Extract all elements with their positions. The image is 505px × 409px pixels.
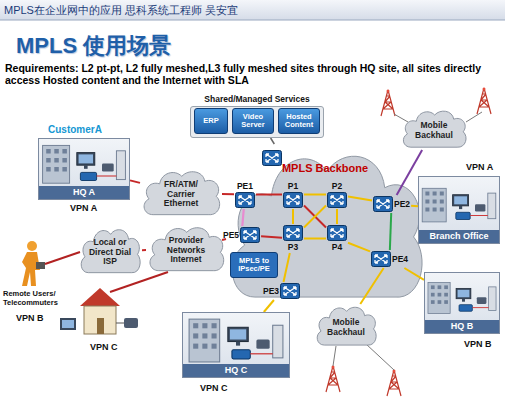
network-link <box>261 236 282 237</box>
router-node: PE1 <box>234 180 256 209</box>
router-node: P3 <box>282 224 304 253</box>
node-label: PE5 <box>223 230 239 240</box>
site-box: HQ B <box>424 272 500 334</box>
node-label: Video Server <box>235 113 271 130</box>
header-rule <box>0 20 505 21</box>
network-link <box>404 268 424 280</box>
router-node: PE2 <box>372 195 411 213</box>
node-label: ERP <box>203 117 218 125</box>
header-bar <box>0 0 505 20</box>
network-cloud: Provider Networks Internet <box>146 224 226 274</box>
site-label: VPN C <box>90 342 118 352</box>
network-link <box>222 193 234 195</box>
site-illustration <box>425 273 499 320</box>
network-cloud: Local or Direct Dial ISP <box>78 226 142 276</box>
router-node: P4 <box>326 224 348 253</box>
router-node: PE4 <box>370 250 409 268</box>
node-label: P3 <box>288 242 298 252</box>
node-label: Shared/Managed Services <box>190 94 324 105</box>
node-label: P2 <box>332 181 342 191</box>
service-group: Shared/Managed ServicesERP Video Server Ho… <box>190 94 324 138</box>
node-label: FR/ATM/ Carrier Ethernet <box>150 180 212 208</box>
network-link <box>271 138 275 144</box>
network-link <box>130 180 140 182</box>
router-icon <box>327 192 347 208</box>
node-label: Local or Direct Dial ISP <box>88 238 132 266</box>
network-link <box>142 249 146 251</box>
network-cloud: Mobile Backhaul <box>314 304 378 348</box>
node-label: PE4 <box>392 254 408 264</box>
router-icon <box>280 283 300 299</box>
page-title: MPLS 使用场景 <box>16 33 171 58</box>
network-cloud: Mobile Backhaul <box>400 108 468 150</box>
router-icon <box>327 225 347 241</box>
node-label: MPLS Backbone <box>222 162 428 174</box>
network-link <box>242 209 243 226</box>
node-label: MPLS to IPsec/PE <box>233 257 275 274</box>
node-label: HQ A <box>39 186 129 199</box>
site-illustration <box>39 139 129 186</box>
services-router <box>263 151 282 166</box>
node-label: Provider Networks Internet <box>156 236 216 264</box>
site-label: Remote Users/ Telecommuters <box>3 290 77 307</box>
network-link <box>304 206 326 228</box>
network-cloud: FR/ATM/ Carrier Ethernet <box>140 168 222 218</box>
router-icon <box>240 227 260 243</box>
site-illustration <box>419 177 499 230</box>
service-box: Video Server <box>232 108 274 134</box>
network-link <box>304 194 326 196</box>
network-link <box>348 196 372 200</box>
node-label: P1 <box>288 181 298 191</box>
home-office <box>60 272 168 334</box>
node-label: Branch Office <box>419 230 499 243</box>
header-text: MPLS在企业网中的应用 思科系统工程师 吴安宜 <box>4 4 484 17</box>
site-box: Branch Office <box>418 176 500 244</box>
node-label: Mobile Backhaul <box>410 121 458 140</box>
site-label: VPN A <box>70 203 97 213</box>
router-node: P2 <box>326 180 348 209</box>
site-box: HQ C <box>182 312 290 378</box>
backbone-cloud: MPLS BackbonePE1 P1 P2PE2PE5P3 P4PE4 MPLS to… <box>222 144 428 308</box>
router-node: PE3 <box>262 282 301 300</box>
network-link <box>336 209 338 224</box>
node-label: Hosted Content <box>281 113 317 130</box>
network-link <box>304 206 326 228</box>
site-label: VPN A <box>466 162 493 172</box>
node-label: HQ C <box>183 364 289 377</box>
network-link <box>284 253 290 282</box>
network-link <box>411 205 418 208</box>
router-icon <box>371 251 391 267</box>
router-node: P1 <box>282 180 304 209</box>
requirements-note: Requirements: L2 pt-pt, L2 fully meshed,… <box>5 62 503 86</box>
network-link <box>348 243 370 252</box>
node-label: P4 <box>332 242 342 252</box>
node-label: HQ B <box>425 320 499 333</box>
service-box: Hosted Content <box>278 108 320 134</box>
service-box: ERP <box>194 108 228 134</box>
network-link <box>360 268 383 304</box>
gateway-box: MPLS to IPsec/PE <box>230 252 278 278</box>
remote-user <box>22 241 80 286</box>
site-illustration <box>183 313 289 364</box>
network-link <box>390 213 391 250</box>
site-label: VPN C <box>200 383 228 393</box>
node-label: PE1 <box>237 181 253 191</box>
network-link <box>304 238 326 240</box>
node-label: PE2 <box>394 199 410 209</box>
network-link <box>264 300 274 312</box>
network-link <box>256 194 282 196</box>
router-node: PE5 <box>222 226 261 244</box>
router-icon <box>235 192 255 208</box>
router-icon <box>283 225 303 241</box>
site-label: VPN B <box>16 313 44 323</box>
node-label: PE3 <box>263 286 279 296</box>
router-icon <box>373 196 393 212</box>
site-label: VPN B <box>464 339 492 349</box>
router-icon <box>283 192 303 208</box>
site-box: HQ A <box>38 138 130 200</box>
network-link <box>292 209 294 224</box>
node-label: Mobile Backhaul <box>324 318 368 337</box>
site-label: CustomerA <box>48 124 102 136</box>
